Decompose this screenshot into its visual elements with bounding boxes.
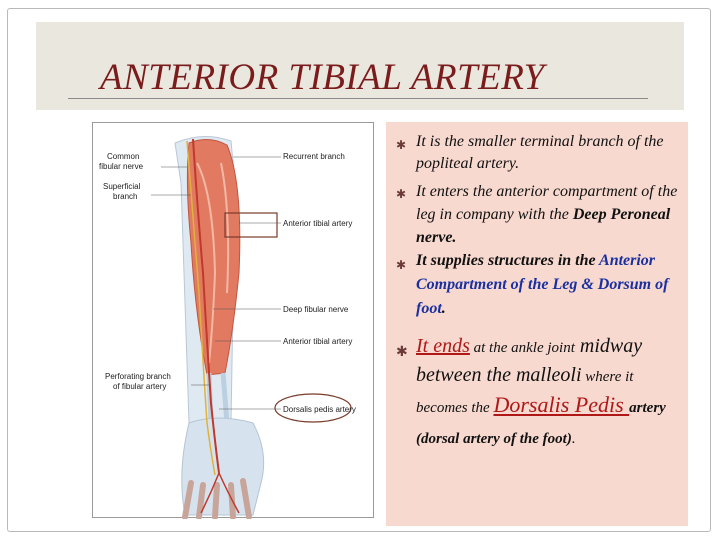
bullet-swoosh-icon: ✱ xyxy=(396,258,407,272)
slide-title: ANTERIOR TIBIAL ARTERY xyxy=(100,57,545,98)
label-dorsalis-pedis: Dorsalis pedis artery xyxy=(283,405,356,414)
artery-branches xyxy=(200,472,240,514)
bullet-text: midway between the malleoli xyxy=(416,335,643,386)
label-perforating: of fibular artery xyxy=(113,382,166,391)
label-anterior-tibial-top: Anterior tibial artery xyxy=(283,219,352,228)
foot-shape xyxy=(181,417,265,516)
muscle-stripe xyxy=(220,162,230,294)
bullet-paren-line: (dorsal artery of the foot). xyxy=(416,426,686,453)
bullet-swoosh-icon: ✱ xyxy=(396,344,408,360)
bullet-text: at the ankle joint xyxy=(469,340,575,356)
bullet-item: ✱ It supplies structures in the Anterior… xyxy=(394,249,686,321)
bullet-text: . xyxy=(441,300,446,317)
bullet-text: dorsal artery of the foot xyxy=(421,431,567,447)
label-common-fibular: fibular nerve xyxy=(99,162,144,171)
label-anterior-tibial-bottom: Anterior tibial artery xyxy=(283,337,352,346)
label-recurrent: Recurrent branch xyxy=(283,152,345,161)
leg-illustration: Common fibular nerve Superficial branch … xyxy=(99,136,356,519)
bullet-text: . xyxy=(571,431,576,447)
label-deep-fibular: Deep fibular nerve xyxy=(283,305,349,314)
bullet-text: where it becomes the xyxy=(416,369,634,416)
anatomy-figure: Common fibular nerve Superficial branch … xyxy=(92,122,374,519)
bullet-list: ✱ It is the smaller terminal branch of t… xyxy=(394,131,686,453)
bullet-item: ✱ It ends at the ankle joint midway betw… xyxy=(394,333,686,453)
highlight-ellipse xyxy=(274,393,352,423)
bullet-dorsalis-pedis: Dorsalis Pedis xyxy=(493,392,630,417)
bullet-text: It enters the anterior compartment of th… xyxy=(416,183,678,223)
nerve-line xyxy=(186,140,216,476)
label-perforating: Perforating branch xyxy=(105,372,171,381)
bullet-text: ( xyxy=(416,431,421,447)
leader-lines xyxy=(151,156,281,410)
label-superficial: Superficial xyxy=(103,182,141,191)
bullet-blue-text: Anterior Compartment of the Leg & Dorsum… xyxy=(416,252,669,317)
bullet-text: It supplies structures in the xyxy=(416,252,600,269)
bullet-text: ) xyxy=(566,431,572,447)
bullet-bold-text: Deep Peroneal nerve. xyxy=(416,206,671,246)
bullet-swoosh-icon: ✱ xyxy=(396,187,407,201)
bullet-text: It is the smaller terminal branch of the… xyxy=(416,133,664,172)
muscle-stripe xyxy=(196,162,217,364)
bullet-swoosh-icon: ✱ xyxy=(396,138,407,152)
bullet-ends-text: It ends xyxy=(416,335,470,357)
label-common-fibular: Common xyxy=(107,152,139,161)
artery-line xyxy=(192,138,220,474)
label-superficial: branch xyxy=(113,192,137,201)
bullet-bold-text: artery xyxy=(629,400,666,416)
bullet-item: ✱ It is the smaller terminal branch of t… xyxy=(394,131,686,175)
bullet-item: ✱ It enters the anterior compartment of … xyxy=(394,180,686,249)
text-panel xyxy=(386,122,688,526)
title-underline xyxy=(68,98,648,99)
slide-border xyxy=(7,8,711,532)
toes-shape xyxy=(182,478,252,519)
title-band xyxy=(36,22,684,110)
highlight-box xyxy=(224,212,278,238)
